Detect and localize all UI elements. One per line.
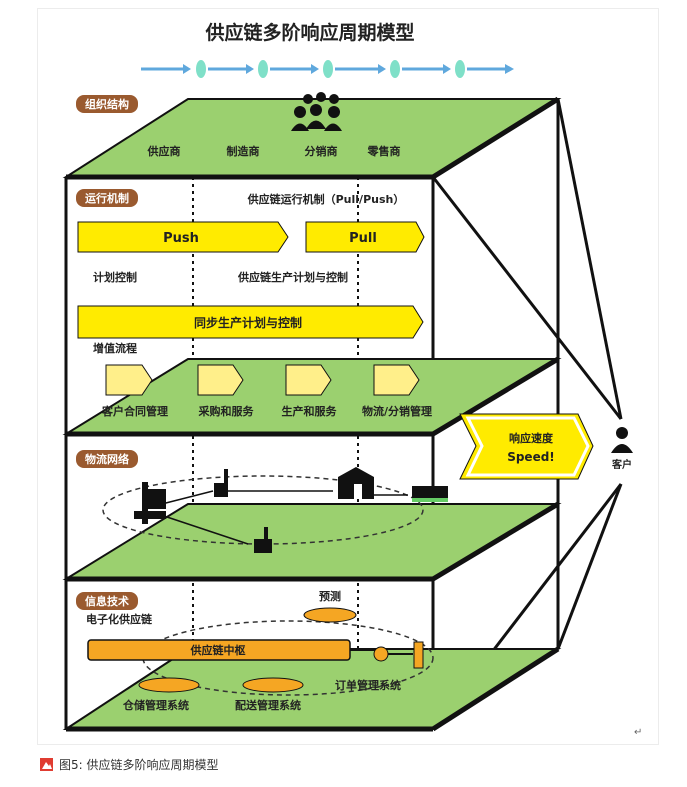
diagram-canvas: 供应链多阶响应周期模型 <box>62 21 642 738</box>
svg-text:物流网络: 物流网络 <box>85 452 129 466</box>
org-tag: 组织结构 <box>76 95 138 113</box>
svg-text:响应速度: 响应速度 <box>509 431 554 445</box>
warehouse-node <box>138 677 200 693</box>
mechanism-title: 供应链运行机制（Pull/Push） <box>247 192 405 206</box>
org-member-retailer: 零售商 <box>367 144 401 158</box>
figure-caption: 图5: 供应链多阶响应周期模型 <box>40 755 219 773</box>
hub-end-cap <box>413 641 424 669</box>
flow-arrows <box>141 60 514 78</box>
hub-label: 供应链中枢 <box>190 643 246 657</box>
dotted-guides <box>192 177 359 729</box>
value-flow-label: 增值流程 <box>93 341 137 355</box>
it-tag: 信息技术 <box>76 592 138 610</box>
it-plane <box>62 648 562 730</box>
process-procurement: 采购和服务 <box>198 404 255 418</box>
people-group-icon <box>291 92 342 131</box>
delivery-label: 配送管理系统 <box>235 698 301 712</box>
network-links <box>157 490 408 545</box>
loader-icon-2 <box>254 527 272 553</box>
logistics-tag: 物流网络 <box>76 450 138 468</box>
svg-text:信息技术: 信息技术 <box>85 594 129 608</box>
truck-icon <box>412 486 448 502</box>
push-arrow: Push <box>77 221 289 253</box>
org-member-manufacturer: 制造商 <box>227 144 260 158</box>
order-mgmt-label: 订单管理系统 <box>335 678 401 692</box>
org-member-supplier: 供应商 <box>147 144 181 158</box>
process-logistics: 物流/分销管理 <box>362 404 432 418</box>
ecommerce-label: 电子化供应链 <box>86 612 153 626</box>
hub-connector-node <box>373 646 389 662</box>
process-customer-contract: 客户合同管理 <box>101 404 168 418</box>
caption-text: 图5: 供应链多阶响应周期模型 <box>59 757 219 772</box>
diagram-figure: 供应链多阶响应周期模型 <box>37 8 659 745</box>
svg-text:同步生产计划与控制: 同步生产计划与控制 <box>194 315 302 330</box>
it-network-ring <box>142 620 434 696</box>
speed-arrow: 响应速度 Speed! <box>459 413 594 480</box>
forklift-icon <box>134 482 166 524</box>
production-plan-label: 供应链生产计划与控制 <box>237 270 348 284</box>
warehouse-label: 仓储管理系统 <box>122 698 189 712</box>
forecast-node <box>303 607 357 623</box>
customer-label: 客户 <box>611 458 632 471</box>
svg-text:Push: Push <box>163 231 199 246</box>
logistics-network-ring <box>102 475 424 545</box>
process-production: 生产和服务 <box>282 404 338 418</box>
process-chevrons <box>105 364 420 396</box>
svg-text:Speed!: Speed! <box>507 450 555 464</box>
operation-tag: 运行机制 <box>76 189 138 207</box>
sync-arrow: 同步生产计划与控制 <box>77 305 424 339</box>
delivery-node <box>242 677 304 693</box>
forecast-label: 预测 <box>319 589 341 603</box>
diagram-title: 供应链多阶响应周期模型 <box>204 21 414 44</box>
org-member-distributor: 分销商 <box>305 144 338 158</box>
return-mark: ↵ <box>634 727 642 738</box>
plan-control-label: 计划控制 <box>93 270 137 284</box>
pull-arrow: Pull <box>305 221 425 253</box>
image-icon <box>40 757 53 771</box>
warehouse-icon <box>338 467 374 499</box>
loader-icon <box>214 469 228 497</box>
svg-text:Pull: Pull <box>349 231 377 246</box>
customer-icon <box>611 427 633 453</box>
svg-text:运行机制: 运行机制 <box>85 191 129 205</box>
svg-text:组织结构: 组织结构 <box>85 97 129 111</box>
